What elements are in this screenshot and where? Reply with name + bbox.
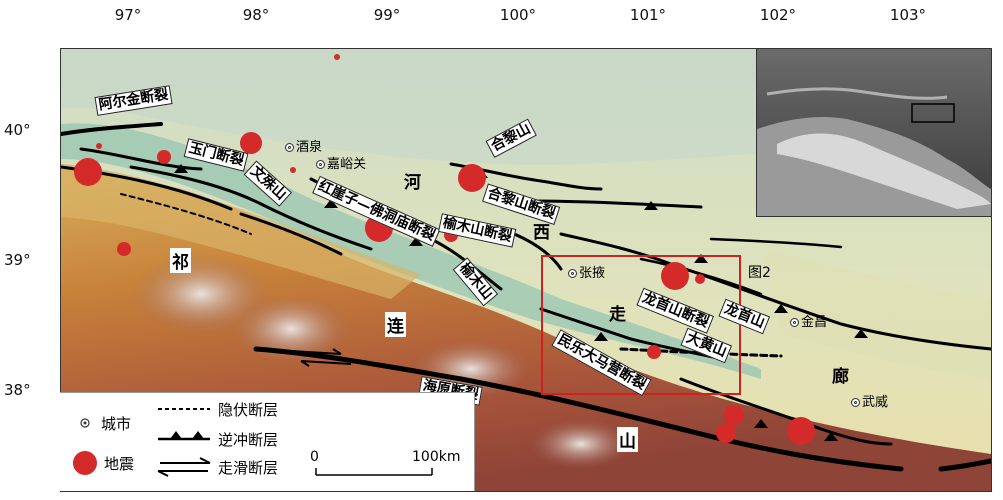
inset-location-box	[911, 103, 955, 123]
latitude-label: 39°	[4, 251, 31, 269]
earthquake-large	[240, 132, 262, 154]
earthquake-medium	[647, 345, 661, 359]
city-marker[interactable]: 武威	[851, 391, 888, 410]
longitude-label: 103°	[889, 6, 927, 24]
longitude-label: 102°	[759, 6, 797, 24]
scale-bar-end: 100km	[412, 449, 461, 465]
city-icon	[316, 160, 325, 169]
latitude-label: 40°	[4, 121, 31, 139]
city-icon	[285, 143, 294, 152]
region-label: 走	[609, 305, 626, 325]
legend-concealed-fault-label: 隐伏断层	[218, 401, 279, 419]
earthquake-medium	[724, 405, 744, 425]
figure-reference-label: 图2	[748, 265, 771, 281]
earthquake-large	[716, 423, 736, 443]
city-icon	[568, 269, 577, 278]
region-label: 山	[617, 427, 638, 452]
longitude-label: 101°	[629, 6, 667, 24]
longitude-label: 100°	[499, 6, 537, 24]
legend: 城市 地震 隐伏断层 逆冲断层 走滑断层 0 100km	[60, 392, 475, 491]
region-label: 河	[404, 173, 421, 193]
city-marker[interactable]: 嘉峪关	[316, 153, 366, 172]
longitude-label: 97°	[114, 6, 142, 24]
scale-bar-start: 0	[310, 449, 319, 465]
city-icon	[790, 318, 799, 327]
earthquake-large	[74, 158, 102, 186]
earthquake-small	[290, 167, 296, 173]
inset-map	[756, 48, 992, 217]
region-label: 西	[533, 223, 550, 243]
earthquake-large	[458, 164, 486, 192]
legend-thrust-fault-label: 逆冲断层	[218, 431, 279, 449]
region-label: 祁	[170, 248, 191, 273]
earthquake-small	[695, 274, 705, 284]
earthquake-medium	[117, 242, 131, 256]
region-label: 连	[385, 312, 406, 337]
region-label: 廊	[832, 367, 849, 387]
city-marker[interactable]: 金昌	[790, 311, 827, 330]
city-marker[interactable]: 酒泉	[285, 136, 322, 155]
city-icon	[851, 398, 860, 407]
longitude-label: 99°	[373, 6, 401, 24]
legend-earthquake-label: 地震	[104, 455, 135, 473]
latitude-label: 38°	[4, 381, 31, 399]
longitude-label: 98°	[242, 6, 270, 24]
city-marker[interactable]: 张掖	[568, 262, 605, 281]
earthquake-small	[96, 143, 102, 149]
earthquake-medium	[157, 150, 171, 164]
legend-strike-slip-fault-label: 走滑断层	[218, 459, 279, 477]
earthquake-layer	[74, 54, 815, 445]
earthquake-large	[661, 262, 689, 290]
earthquake-small	[334, 54, 340, 60]
earthquake-large	[787, 417, 815, 445]
legend-city-label: 城市	[101, 415, 132, 433]
